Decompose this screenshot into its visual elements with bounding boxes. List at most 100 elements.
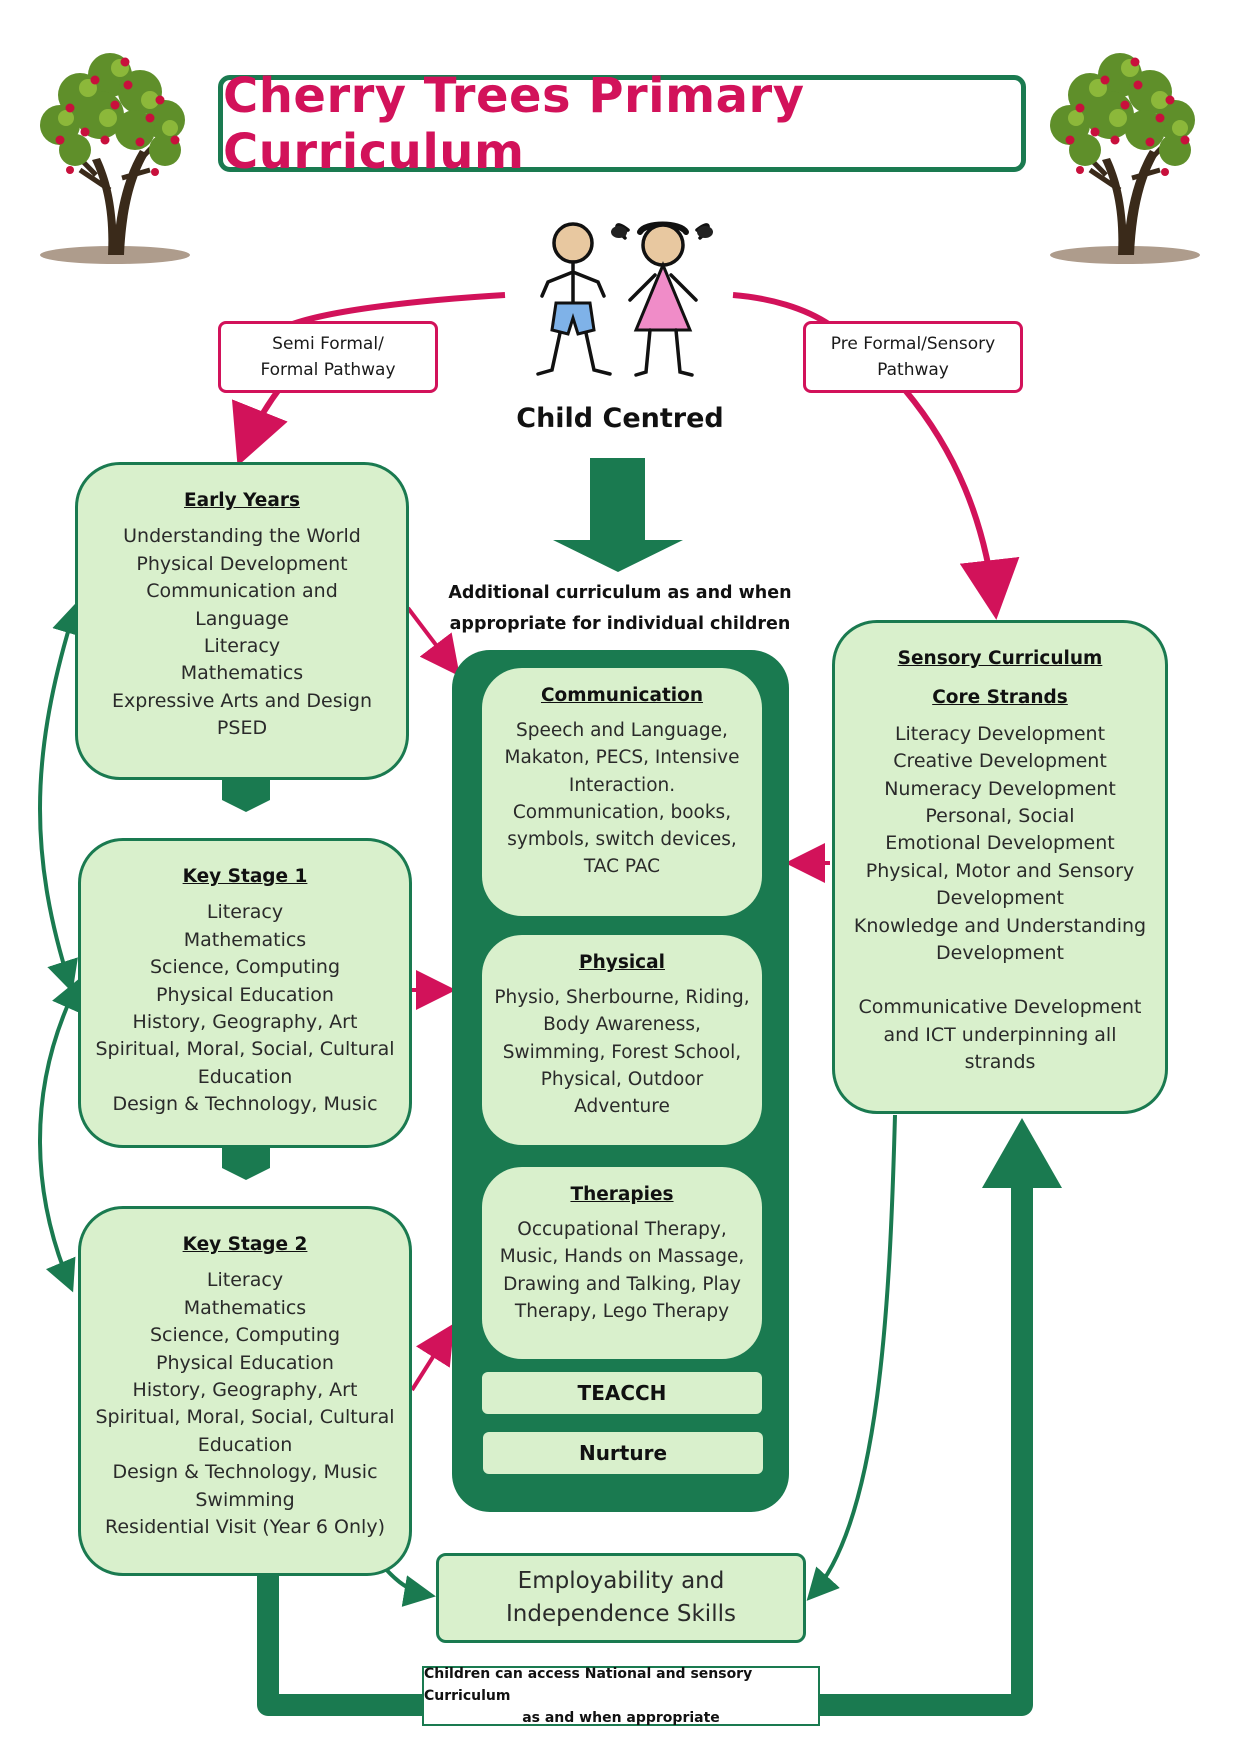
list-item: Emotional Development (885, 832, 1115, 855)
girl-icon (611, 221, 713, 377)
key-stage-2-box: Key Stage 2 Literacy Mathematics Science… (78, 1206, 412, 1576)
list-item: Mathematics (183, 928, 307, 951)
communication-heading: Communication (540, 685, 704, 706)
early-years-heading: Early Years (184, 490, 300, 511)
list-item: Adventure (574, 1096, 670, 1118)
nurture-box: Nurture (483, 1432, 763, 1474)
pathway-arrow-left-lower (231, 386, 288, 467)
list-item: Swimming, Forest School, (502, 1041, 742, 1063)
employability-box: Employability and Independence Skills (436, 1553, 806, 1643)
list-item: Education (197, 1065, 293, 1088)
semi-formal-pathway-label: Semi Formal/ Formal Pathway (218, 321, 438, 393)
sensory-heading: Sensory Curriculum (897, 648, 1103, 669)
pathway-arrow-right-lower (902, 388, 1020, 620)
list-item: Physical, Outdoor (540, 1068, 704, 1090)
list-item: Physical Education (156, 1351, 334, 1374)
physical-box: Physical Physio, Sherbourne, Riding, Bod… (482, 935, 762, 1145)
bottom-note: Children can access National and sensory… (422, 1666, 820, 1726)
arrow-ey-to-central (406, 606, 460, 677)
list-item: Understanding the World (123, 525, 361, 548)
employability-line: Independence Skills (506, 1601, 736, 1627)
list-item: Communication, books, (512, 801, 732, 823)
arrow-ks2-to-central (410, 1323, 455, 1392)
down-arrow (553, 458, 683, 572)
communication-box: Communication Speech and Language, Makat… (482, 668, 762, 916)
up-arrowhead-right (982, 1118, 1062, 1188)
pre-formal-pathway-label: Pre Formal/Sensory Pathway (803, 321, 1023, 393)
key-stage-2-heading: Key Stage 2 (182, 1234, 308, 1255)
therapies-box: Therapies Occupational Therapy, Music, H… (482, 1167, 762, 1359)
employability-line: Employability and (517, 1568, 725, 1594)
additional-line: Additional curriculum as and when (448, 583, 792, 603)
list-item: History, Geography, Art (132, 1011, 358, 1034)
list-item: Physical Development (136, 552, 348, 575)
list-item: Personal, Social (925, 805, 1075, 828)
list-item: Science, Computing (149, 1324, 341, 1347)
list-item: Development (936, 887, 1064, 910)
list-item: Communication and (146, 580, 338, 603)
list-item: Music, Hands on Massage, (499, 1246, 745, 1268)
pathway-label-line: Pre Formal/Sensory (830, 334, 996, 354)
list-item: Therapy, Lego Therapy (514, 1300, 730, 1322)
list-item: Drawing and Talking, Play (503, 1273, 741, 1295)
list-item: Development (936, 942, 1064, 965)
list-item: Language (195, 607, 289, 630)
list-item: PSED (216, 717, 268, 740)
list-item: strands (964, 1051, 1036, 1074)
list-item: Mathematics (183, 1296, 307, 1319)
list-item: Residential Visit (Year 6 Only) (105, 1516, 385, 1539)
key-stage-1-box: Key Stage 1 Literacy Mathematics Science… (78, 838, 412, 1148)
list-item: Spiritual, Moral, Social, Cultural (95, 1038, 395, 1061)
pathway-label-line: Formal Pathway (260, 360, 396, 380)
child-centred-label: Child Centred (516, 403, 724, 434)
list-item: Physio, Sherbourne, Riding, (494, 987, 750, 1009)
additional-line: appropriate for individual children (449, 614, 791, 634)
list-item: Makaton, PECS, Intensive (504, 747, 740, 769)
sensory-curriculum-box: Sensory Curriculum Core Strands Literacy… (832, 620, 1168, 1114)
list-item: Body Awareness, (543, 1014, 701, 1036)
cherry-tree-icon (1050, 53, 1200, 264)
page-title: Cherry Trees Primary Curriculum (223, 67, 805, 180)
therapies-heading: Therapies (570, 1184, 674, 1205)
list-item: Mathematics (180, 662, 304, 685)
cherry-tree-icon (40, 53, 190, 264)
list-item: Education (197, 1433, 293, 1456)
chevron-down-icon (222, 780, 270, 812)
arrow-sensory-to-employability (806, 1114, 897, 1601)
list-item: Literacy (206, 901, 284, 924)
bottom-note-line: as and when appropriate (522, 1710, 720, 1726)
additional-curriculum-text: Additional curriculum as and when approp… (430, 578, 810, 644)
list-item: Numeracy Development (884, 777, 1116, 800)
pathway-arrow-right (732, 292, 832, 328)
list-item: Physical Education (156, 983, 334, 1006)
list-item: Physical, Motor and Sensory (865, 859, 1135, 882)
list-item: Interaction. (568, 774, 676, 796)
list-item: Swimming (195, 1488, 295, 1511)
double-arrow-ey-ks1 (38, 601, 84, 993)
list-item: Occupational Therapy, (517, 1219, 727, 1241)
list-item: Spiritual, Moral, Social, Cultural (95, 1406, 395, 1429)
pathway-arrow-left (288, 292, 506, 328)
title-box: Cherry Trees Primary Curriculum (218, 68, 1026, 180)
list-item: Literacy Development (894, 722, 1106, 745)
list-item: Literacy (203, 635, 281, 658)
pathway-label-line: Pathway (877, 360, 949, 380)
list-item: TAC PAC (583, 856, 661, 878)
chevron-down-icon (222, 1148, 270, 1180)
list-item: Expressive Arts and Design (111, 689, 373, 712)
list-item: History, Geography, Art (132, 1379, 358, 1402)
bottom-note-line: Children can access National and sensory… (424, 1666, 753, 1704)
list-item: Design & Technology, Music (112, 1461, 378, 1484)
list-item: Creative Development (893, 750, 1107, 773)
core-strands-heading: Core Strands (932, 687, 1068, 709)
teacch-box: TEACCH (482, 1372, 762, 1414)
list-item: Literacy (206, 1269, 284, 1292)
early-years-box: Early Years Understanding the World Phys… (75, 462, 409, 780)
pathway-label-line: Semi Formal/ (272, 334, 384, 354)
list-item: Communicative Development (858, 996, 1142, 1019)
key-stage-1-heading: Key Stage 1 (182, 866, 308, 887)
physical-heading: Physical (579, 952, 665, 973)
boy-icon (536, 222, 612, 376)
list-item: Knowledge and Understanding (853, 914, 1147, 937)
list-item: Design & Technology, Music (112, 1093, 378, 1116)
